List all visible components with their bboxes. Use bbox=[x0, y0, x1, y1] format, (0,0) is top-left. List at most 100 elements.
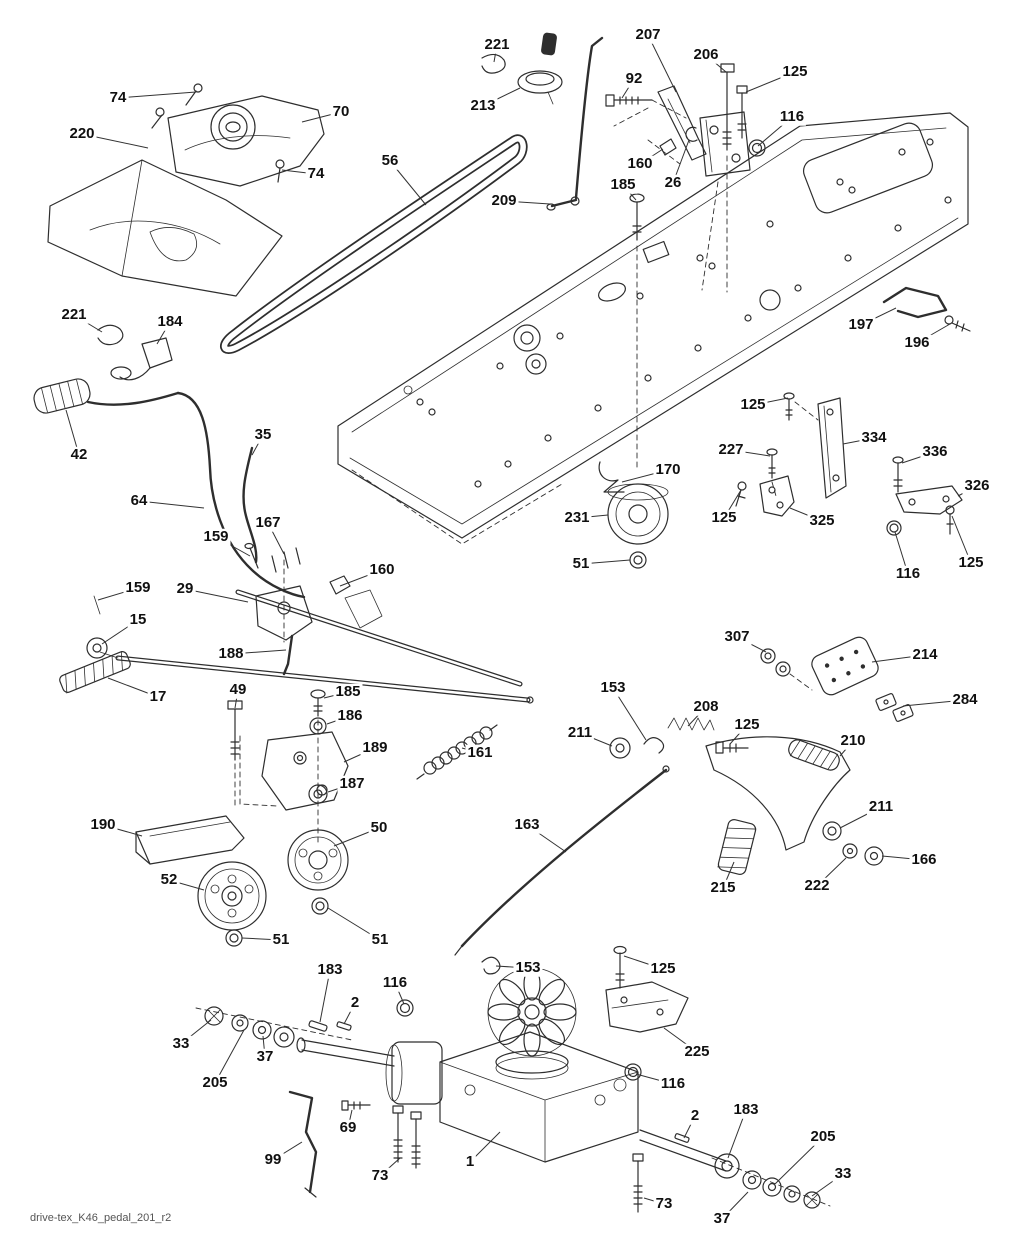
part-number-label: 125 bbox=[732, 715, 762, 734]
part-number-label: 51 bbox=[369, 930, 391, 949]
hood-assembly bbox=[151, 83, 325, 187]
part-number-label: 215 bbox=[708, 878, 738, 897]
part-number-label: 209 bbox=[489, 191, 519, 210]
part-number-label: 231 bbox=[562, 508, 592, 527]
part-number-label: 92 bbox=[623, 69, 645, 88]
part-number-label: 163 bbox=[512, 815, 542, 834]
part-number-label: 183 bbox=[315, 960, 345, 979]
leader-line bbox=[612, 687, 647, 741]
part-number-label: 35 bbox=[252, 425, 274, 444]
part-number-label: 167 bbox=[253, 513, 283, 532]
leader-line bbox=[319, 969, 331, 1023]
part-number-label: 284 bbox=[950, 690, 980, 709]
part-number-label: 125 bbox=[956, 553, 986, 572]
center-idler-pulley bbox=[598, 461, 669, 569]
part-number-label: 211 bbox=[866, 797, 896, 816]
idler-bracket-assembly bbox=[135, 689, 498, 947]
part-number-label: 334 bbox=[859, 428, 889, 447]
part-number-label: 33 bbox=[170, 1034, 192, 1053]
part-number-label: 51 bbox=[570, 554, 592, 573]
part-number-label: 153 bbox=[513, 958, 543, 977]
part-number-label: 190 bbox=[88, 815, 118, 834]
part-number-label: 213 bbox=[468, 96, 498, 115]
part-number-label: 49 bbox=[227, 680, 249, 699]
part-number-label: 153 bbox=[598, 678, 628, 697]
part-number-label: 26 bbox=[662, 173, 684, 192]
part-number-label: 116 bbox=[658, 1074, 688, 1093]
part-number-label: 159 bbox=[201, 527, 231, 546]
part-number-label: 170 bbox=[653, 460, 683, 479]
part-number-label: 73 bbox=[653, 1194, 675, 1213]
part-number-label: 161 bbox=[465, 743, 495, 762]
part-number-label: 185 bbox=[608, 175, 638, 194]
part-number-label: 188 bbox=[216, 644, 246, 663]
part-number-label: 227 bbox=[716, 440, 746, 459]
part-number-label: 56 bbox=[379, 151, 401, 170]
part-number-label: 326 bbox=[962, 476, 992, 495]
part-number-label: 125 bbox=[738, 395, 768, 414]
chassis-frame bbox=[337, 112, 969, 545]
part-number-label: 206 bbox=[691, 45, 721, 64]
part-number-label: 116 bbox=[777, 107, 807, 126]
right-side-brackets bbox=[735, 286, 971, 536]
shift-lever-parts bbox=[481, 32, 766, 469]
part-number-label: 125 bbox=[648, 959, 678, 978]
leader-line bbox=[117, 91, 197, 99]
leader-line bbox=[214, 1029, 245, 1084]
part-number-label: 189 bbox=[360, 738, 390, 757]
part-number-label: 125 bbox=[709, 508, 739, 527]
part-number-label: 37 bbox=[254, 1047, 276, 1066]
part-number-label: 208 bbox=[691, 697, 721, 716]
part-number-label: 51 bbox=[270, 930, 292, 949]
part-number-label: 116 bbox=[380, 973, 410, 992]
part-number-label: 37 bbox=[711, 1209, 733, 1228]
part-number-label: 17 bbox=[147, 687, 169, 706]
part-number-label: 221 bbox=[59, 305, 89, 324]
part-number-label: 185 bbox=[333, 682, 363, 701]
part-number-label: 166 bbox=[909, 850, 939, 869]
part-number-label: 69 bbox=[337, 1118, 359, 1137]
part-number-label: 207 bbox=[633, 25, 663, 44]
part-number-label: 184 bbox=[155, 312, 185, 331]
pedal-assembly bbox=[454, 636, 914, 956]
part-number-label: 205 bbox=[808, 1127, 838, 1146]
part-number-label: 220 bbox=[67, 124, 97, 143]
part-number-label: 50 bbox=[368, 818, 390, 837]
part-number-label: 29 bbox=[174, 579, 196, 598]
part-number-label: 222 bbox=[802, 876, 832, 895]
part-number-label: 160 bbox=[625, 154, 655, 173]
part-number-label: 325 bbox=[807, 511, 837, 530]
part-number-label: 125 bbox=[780, 62, 810, 81]
part-number-label: 2 bbox=[348, 993, 362, 1012]
part-number-label: 74 bbox=[107, 88, 129, 107]
part-number-label: 205 bbox=[200, 1073, 230, 1092]
part-number-label: 197 bbox=[846, 315, 876, 334]
part-number-label: 2 bbox=[688, 1106, 702, 1125]
part-number-label: 221 bbox=[482, 35, 512, 54]
part-number-label: 74 bbox=[305, 164, 327, 183]
part-number-label: 210 bbox=[838, 731, 868, 750]
leader-line bbox=[184, 588, 249, 603]
part-number-label: 73 bbox=[369, 1166, 391, 1185]
part-number-label: 186 bbox=[335, 706, 365, 725]
part-number-label: 160 bbox=[367, 560, 397, 579]
part-number-label: 336 bbox=[920, 442, 950, 461]
part-number-label: 15 bbox=[127, 610, 149, 629]
diagram-filename: drive-tex_K46_pedal_201_r2 bbox=[30, 1212, 172, 1224]
part-number-label: 187 bbox=[337, 774, 367, 793]
part-number-label: 214 bbox=[910, 645, 940, 664]
part-number-label: 1 bbox=[463, 1152, 477, 1171]
fender-assembly bbox=[47, 159, 283, 297]
part-number-label: 116 bbox=[893, 564, 923, 583]
part-number-label: 52 bbox=[158, 870, 180, 889]
part-number-label: 70 bbox=[330, 102, 352, 121]
drive-belt bbox=[220, 134, 528, 354]
part-number-label: 159 bbox=[123, 578, 153, 597]
transaxle-assembly bbox=[195, 945, 831, 1213]
part-number-label: 225 bbox=[682, 1042, 712, 1061]
part-number-label: 307 bbox=[722, 627, 752, 646]
leader-line bbox=[647, 34, 677, 93]
